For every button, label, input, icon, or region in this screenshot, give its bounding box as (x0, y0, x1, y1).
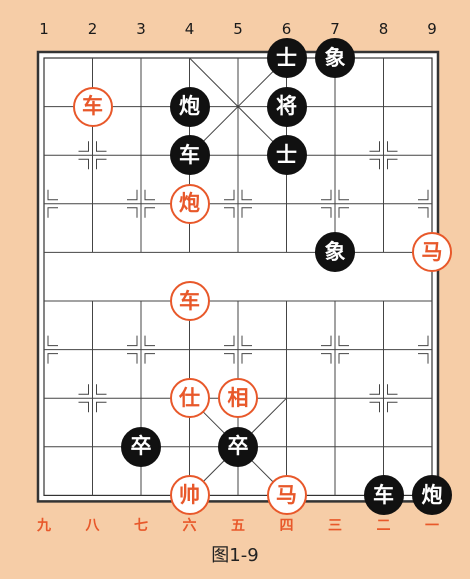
black-piece[interactable]: 士 (266, 135, 307, 176)
top-file-number: 2 (87, 20, 98, 38)
top-file-number: 6 (281, 20, 292, 38)
black-piece[interactable]: 将 (266, 86, 307, 127)
bottom-file-number: 一 (425, 518, 439, 534)
bottom-file-number: 四 (279, 518, 294, 534)
top-file-number: 7 (330, 20, 340, 38)
top-file-number: 1 (39, 20, 49, 38)
red-piece[interactable]: 相 (218, 378, 258, 419)
red-piece[interactable]: 马 (412, 232, 452, 273)
black-piece[interactable]: 炮 (169, 86, 210, 127)
red-piece[interactable]: 炮 (169, 183, 210, 224)
bottom-file-number: 八 (85, 518, 100, 534)
position-marker (47, 189, 58, 218)
position-marker (321, 189, 349, 218)
position-marker (47, 335, 58, 364)
position-marker (78, 141, 107, 170)
position-marker (369, 384, 398, 413)
black-piece[interactable]: 士 (266, 38, 307, 78)
bottom-file-number: 五 (231, 518, 245, 534)
top-file-number: 9 (427, 20, 437, 38)
bottom-file-number: 三 (328, 518, 342, 534)
black-piece[interactable]: 卒 (121, 426, 161, 467)
position-marker (321, 335, 349, 364)
position-marker (224, 189, 252, 218)
black-piece[interactable]: 卒 (218, 426, 258, 467)
position-marker (369, 141, 398, 170)
bottom-file-number: 九 (37, 518, 51, 534)
red-piece[interactable]: 帅 (169, 475, 210, 516)
bottom-file-number: 七 (134, 518, 148, 534)
position-marker (224, 335, 252, 364)
red-piece[interactable]: 车 (169, 281, 210, 321)
top-file-number: 4 (184, 20, 195, 38)
red-piece[interactable]: 车 (72, 86, 113, 127)
bottom-file-number: 六 (182, 518, 197, 534)
black-piece[interactable]: 车 (169, 135, 210, 176)
top-file-number: 3 (136, 20, 146, 38)
black-piece[interactable]: 象 (315, 38, 355, 78)
black-piece[interactable]: 象 (315, 232, 355, 273)
position-marker (78, 384, 107, 413)
position-marker (418, 335, 429, 364)
red-piece[interactable]: 马 (266, 475, 307, 516)
position-marker (127, 189, 155, 218)
top-file-number: 8 (378, 20, 389, 38)
top-file-number: 5 (233, 20, 243, 38)
bottom-file-number: 二 (376, 518, 391, 534)
position-marker (127, 335, 155, 364)
black-piece[interactable]: 车 (363, 475, 404, 516)
position-marker (418, 189, 429, 218)
black-piece[interactable]: 炮 (412, 475, 452, 516)
red-piece[interactable]: 仕 (169, 378, 210, 419)
figure-caption: 图1-9 (211, 545, 259, 566)
palace-diagonal (189, 57, 287, 156)
